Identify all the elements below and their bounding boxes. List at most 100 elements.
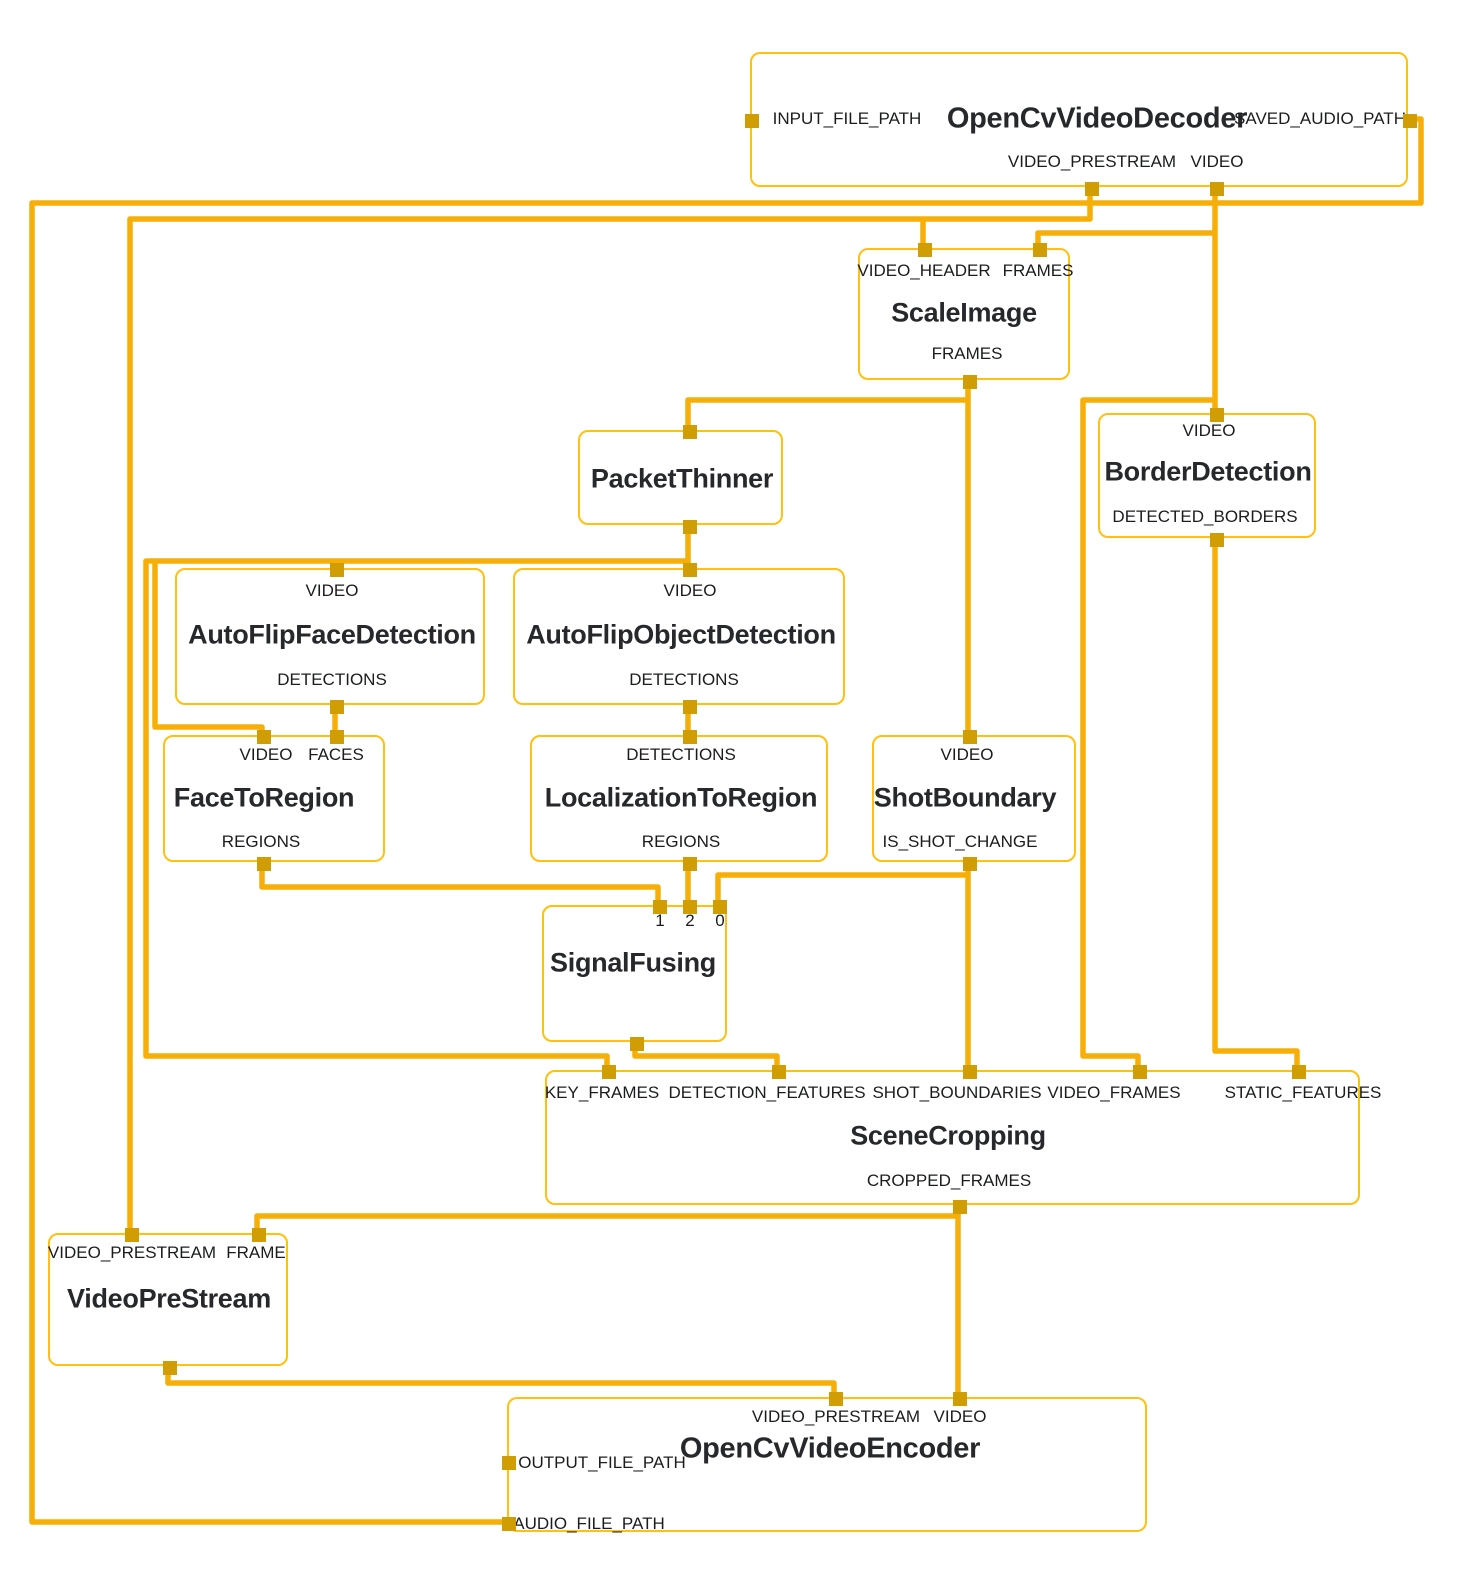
opencv-video-encoder-label-audio-file-path: AUDIO_FILE_PATH <box>513 1514 665 1533</box>
scene-cropping-port[interactable] <box>1133 1065 1147 1079</box>
node-autoflip-object-detection[interactable]: AutoFlipObjectDetection VIDEO DETECTIONS <box>513 563 845 714</box>
autoflip-object-detection-label-video: VIDEO <box>663 581 717 600</box>
autoflip-object-detection-label-detections: DETECTIONS <box>629 670 739 689</box>
scale-image-title: ScaleImage <box>891 297 1037 328</box>
face-to-region-port[interactable] <box>257 857 271 871</box>
signal-fusing-port[interactable] <box>653 900 667 914</box>
packet-thinner-port[interactable] <box>683 520 697 534</box>
shot-boundary-port[interactable] <box>963 730 977 744</box>
shot-boundary-label-video: VIDEO <box>940 745 994 764</box>
border-detection-label-detected-borders: DETECTED_BORDERS <box>1112 507 1298 526</box>
autoflip-object-detection-title: AutoFlipObjectDetection <box>526 619 836 650</box>
autoflip-face-detection-label-detections: DETECTIONS <box>277 670 387 689</box>
border-detection-label-video: VIDEO <box>1182 421 1236 440</box>
signal-fusing-label-2: 2 <box>685 911 695 930</box>
scene-cropping-port[interactable] <box>1292 1065 1306 1079</box>
opencv-video-decoder-label-video: VIDEO <box>1190 152 1244 171</box>
autoflip-face-detection-port[interactable] <box>330 700 344 714</box>
localization-to-region-label-regions: REGIONS <box>641 832 721 851</box>
autoflip-face-detection-title: AutoFlipFaceDetection <box>188 619 476 650</box>
packet-thinner-title: PacketThinner <box>590 463 774 494</box>
face-to-region-title: FaceToRegion <box>173 782 355 813</box>
opencv-video-encoder-port[interactable] <box>829 1392 843 1406</box>
scene-cropping-port[interactable] <box>953 1200 967 1214</box>
autoflip-face-detection-port[interactable] <box>330 563 344 577</box>
opencv-video-decoder-label-input-file-path: INPUT_FILE_PATH <box>772 109 922 128</box>
signal-fusing-label-0: 0 <box>715 911 725 930</box>
video-pre-stream-title: VideoPreStream <box>67 1283 271 1314</box>
edge-video-to-scaleimage-frames <box>1035 230 1215 248</box>
border-detection-port[interactable] <box>1210 408 1224 422</box>
opencv-video-encoder-port[interactable] <box>953 1392 967 1406</box>
opencv-video-decoder-port[interactable] <box>1085 182 1099 196</box>
opencv-video-decoder-title: OpenCvVideoDecoder <box>946 102 1248 135</box>
packet-thinner-port[interactable] <box>683 425 697 439</box>
scene-cropping-label-static-features: STATIC_FEATURES <box>1224 1083 1382 1102</box>
video-pre-stream-port[interactable] <box>125 1228 139 1242</box>
opencv-video-encoder-label-output-file-path: OUTPUT_FILE_PATH <box>518 1453 686 1472</box>
autoflip-face-detection-label-video: VIDEO <box>305 581 359 600</box>
opencv-video-encoder-port[interactable] <box>502 1517 516 1531</box>
shot-boundary-label-is-shot-change: IS_SHOT_CHANGE <box>882 832 1038 851</box>
face-to-region-label-faces: FACES <box>308 745 364 764</box>
edge-cropped-frames-to-videoprestream-frame <box>254 1213 958 1233</box>
scene-cropping-label-video-frames: VIDEO_FRAMES <box>1047 1083 1181 1102</box>
opencv-video-decoder-port[interactable] <box>1403 114 1417 128</box>
edge-signalfusing-to-detection-features <box>632 1042 780 1070</box>
node-signal-fusing[interactable]: SignalFusing 1 2 0 <box>542 900 727 1051</box>
opencv-video-decoder-port[interactable] <box>745 114 759 128</box>
autoflip-object-detection-port[interactable] <box>683 700 697 714</box>
scene-cropping-port[interactable] <box>772 1065 786 1079</box>
scene-cropping-label-cropped-frames: CROPPED_FRAMES <box>866 1171 1032 1190</box>
signal-fusing-port[interactable] <box>683 900 697 914</box>
scene-cropping-port[interactable] <box>602 1065 616 1079</box>
scale-image-label-frames: FRAMES <box>1002 261 1074 280</box>
signal-fusing-port[interactable] <box>713 900 727 914</box>
shot-boundary-port[interactable] <box>963 857 977 871</box>
edge-scaled-frames-to-packetthinner <box>685 397 968 430</box>
autoflip-object-detection-port[interactable] <box>683 563 697 577</box>
opencv-video-decoder-port[interactable] <box>1210 182 1224 196</box>
border-detection-port[interactable] <box>1210 533 1224 547</box>
face-to-region-port[interactable] <box>257 730 271 744</box>
opencv-video-encoder-label-video-prestream: VIDEO_PRESTREAM <box>751 1407 921 1426</box>
scene-cropping-label-key-frames: KEY_FRAMES <box>544 1083 660 1102</box>
opencv-video-encoder-label-video: VIDEO <box>933 1407 987 1426</box>
face-to-region-port[interactable] <box>330 730 344 744</box>
node-video-pre-stream[interactable]: VideoPreStream VIDEO_PRESTREAM FRAME <box>47 1228 288 1375</box>
video-pre-stream-label-video-prestream: VIDEO_PRESTREAM <box>47 1243 217 1262</box>
localization-to-region-port[interactable] <box>683 857 697 871</box>
scale-image-port[interactable] <box>1033 243 1047 257</box>
scale-image-label-frames: FRAMES <box>931 344 1003 363</box>
node-packet-thinner[interactable]: PacketThinner <box>578 425 783 534</box>
opencv-video-decoder-label-video-prestream: VIDEO_PRESTREAM <box>1007 152 1177 171</box>
signal-fusing-label-1: 1 <box>655 911 665 930</box>
scale-image-port[interactable] <box>963 375 977 389</box>
border-detection-title: BorderDetection <box>1104 456 1312 487</box>
localization-to-region-port[interactable] <box>683 730 697 744</box>
signal-fusing-title: SignalFusing <box>550 947 716 978</box>
localization-to-region-label-detections: DETECTIONS <box>626 745 736 764</box>
video-pre-stream-label-frame: FRAME <box>226 1243 286 1262</box>
scale-image-port[interactable] <box>918 243 932 257</box>
opencv-video-encoder-port[interactable] <box>502 1456 516 1470</box>
node-scale-image[interactable]: ScaleImage VIDEO_HEADER FRAMES FRAMES <box>857 243 1073 389</box>
node-border-detection[interactable]: BorderDetection VIDEO DETECTED_BORDERS <box>1098 408 1316 547</box>
video-pre-stream-port[interactable] <box>163 1361 177 1375</box>
node-autoflip-face-detection[interactable]: AutoFlipFaceDetection VIDEO DETECTIONS <box>175 563 485 714</box>
scale-image-label-video-header: VIDEO_HEADER <box>857 261 991 280</box>
face-to-region-label-video: VIDEO <box>239 745 293 764</box>
edge-video-prestream-to-videoprestream <box>127 187 1093 1233</box>
signal-fusing-port[interactable] <box>630 1037 644 1051</box>
video-pre-stream-port[interactable] <box>252 1228 266 1242</box>
edge-shotchange-to-signalfusing-0 <box>715 872 968 905</box>
scene-cropping-port[interactable] <box>963 1065 977 1079</box>
